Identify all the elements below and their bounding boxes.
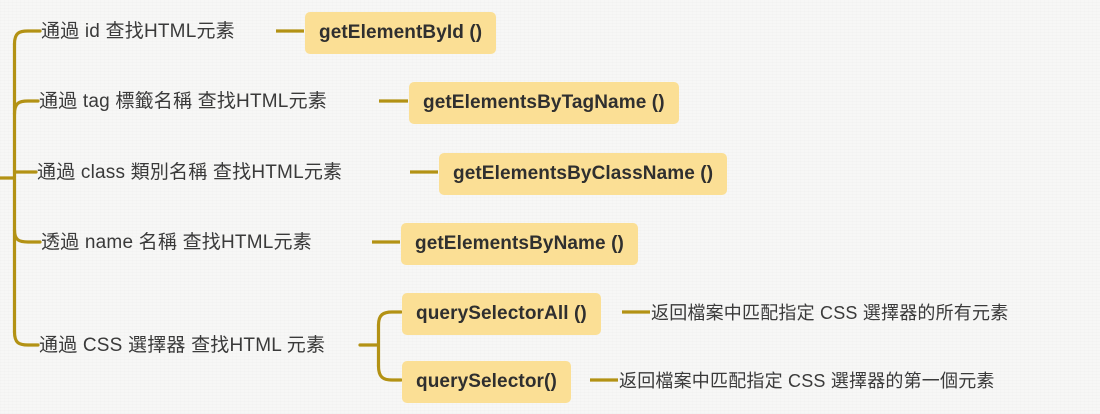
description-querySelectorAll: 返回檔案中匹配指定 CSS 選擇器的所有元素	[651, 303, 1009, 323]
branch-label-class: 通過 class 類別名稱 查找HTML元素	[37, 162, 343, 183]
branch-label-css-selector: 通過 CSS 選擇器 查找HTML 元素	[39, 335, 326, 356]
method-pill-getElementsByTagName[interactable]: getElementsByTagName ()	[409, 82, 679, 124]
branch-label-tag: 通過 tag 標籤名稱 查找HTML元素	[39, 91, 327, 112]
method-pill-getElementsByName[interactable]: getElementsByName ()	[401, 223, 638, 265]
description-querySelector: 返回檔案中匹配指定 CSS 選擇器的第一個元素	[619, 371, 995, 391]
method-pill-getElementById[interactable]: getElementById ()	[305, 12, 497, 54]
method-pill-getElementsByClassName[interactable]: getElementsByClassName ()	[439, 153, 728, 195]
method-pill-querySelector[interactable]: querySelector()	[402, 361, 571, 403]
branch-label-id: 通過 id 查找HTML元素	[41, 21, 235, 42]
method-pill-querySelectorAll[interactable]: querySelectorAll ()	[402, 293, 601, 335]
branch-label-name: 透過 name 名稱 查找HTML元素	[41, 232, 312, 253]
